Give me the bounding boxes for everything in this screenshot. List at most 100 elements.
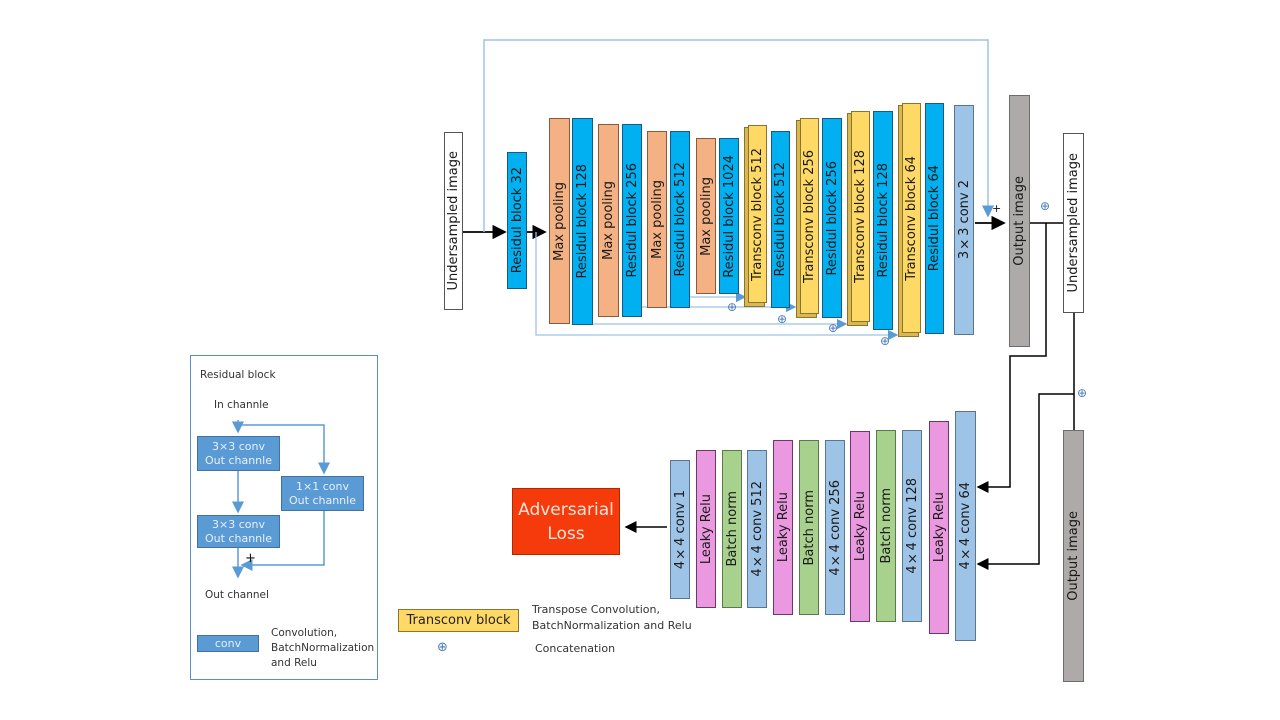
block-label: Residul block 1024 xyxy=(721,154,737,278)
disc-batch-norm: Batch norm xyxy=(722,450,742,608)
disc-leaky-relu: Leaky Relu xyxy=(696,450,716,608)
undersampled-image-input: Undersampled image xyxy=(444,132,463,310)
block-label: Residul block 128 xyxy=(875,163,891,278)
conv-label: 1×1 conv xyxy=(296,479,349,493)
block-label: Max pooling xyxy=(601,181,616,260)
block-label: Transconv block 512 xyxy=(750,147,765,281)
max-pooling-3: Max pooling xyxy=(647,131,667,308)
transconv-block-256: Transconv block 256 xyxy=(800,118,819,314)
block-label: Batch norm xyxy=(801,489,817,566)
block-label: Max pooling xyxy=(552,181,567,261)
transconv-legend-key: Transconv block xyxy=(398,609,519,632)
block-label: 4×4 conv 512 xyxy=(749,481,765,577)
loss-label-line2: Loss xyxy=(547,523,585,544)
disc-conv-4x4-1: 4×4 conv 1 xyxy=(670,460,690,599)
input-label: Undersampled image xyxy=(446,151,461,291)
block-label: Residul block 32 xyxy=(509,167,525,274)
output-image-top: Output image xyxy=(1009,95,1030,347)
residual-block-32: Residul block 32 xyxy=(507,152,527,289)
in-channel-label: In channle xyxy=(214,399,269,411)
output-to-disc-line xyxy=(976,223,1047,493)
block-label: Output image xyxy=(1012,176,1027,266)
residual-block-64-up: Residul block 64 xyxy=(925,103,944,334)
block-label: Residul block 64 xyxy=(927,165,942,272)
block-label: Transconv block 128 xyxy=(853,150,868,283)
residual-block-128-up: Residul block 128 xyxy=(873,111,893,330)
conv-3x3-first: 3×3 conv Out channle xyxy=(197,436,280,471)
transconv-block-128: Transconv block 128 xyxy=(851,111,870,322)
block-label: Max pooling xyxy=(698,176,714,256)
block-label: Residul block 256 xyxy=(624,163,640,278)
block-label: Undersampled image xyxy=(1066,153,1081,293)
out-channel-label: Out channel xyxy=(205,589,269,601)
disc-conv-4x4-128: 4×4 conv 128 xyxy=(902,430,922,622)
concat-icon: ⊕ xyxy=(880,334,891,348)
desc-line: BatchNormalization and Relu xyxy=(532,619,692,632)
skip-line-64 xyxy=(535,232,899,341)
transconv-legend-description: Transpose Convolution, BatchNormalizatio… xyxy=(532,602,692,634)
transconv-block-64: Transconv block 64 xyxy=(902,103,921,333)
conv-1x1-shortcut: 1×1 conv Out channle xyxy=(281,476,364,511)
desc-line: Convolution, xyxy=(271,627,338,639)
disc-batch-norm: Batch norm xyxy=(799,440,819,615)
conv-label: Out channle xyxy=(289,493,356,507)
concat-legend-icon: ⊕ xyxy=(437,640,448,655)
block-label: Max pooling xyxy=(649,180,665,259)
conv-key-label: conv xyxy=(214,636,242,650)
block-label: Residul block 512 xyxy=(672,162,688,277)
disc-leaky-relu: Leaky Relu xyxy=(850,431,870,622)
block-label: 4×4 conv 256 xyxy=(827,479,843,576)
residual-block-legend: Residual block In channle 3×3 conv Out c… xyxy=(190,355,378,680)
residual-add-symbol: + xyxy=(992,202,1002,215)
concat-icon: ⊕ xyxy=(1077,386,1088,400)
block-label: Leaky Relu xyxy=(931,492,947,563)
concat-icon: ⊕ xyxy=(1040,199,1051,213)
block-label: Leaky Relu xyxy=(852,491,868,562)
conv-key-description: Convolution, BatchNormalization and Relu xyxy=(271,626,374,671)
block-label: Leaky Relu xyxy=(775,492,791,563)
residual-block-256: Residul block 256 xyxy=(622,124,642,317)
block-label: Batch norm xyxy=(878,488,894,564)
disc-batch-norm: Batch norm xyxy=(876,430,896,622)
block-label: Residul block 256 xyxy=(824,160,840,276)
undersampled-image-right: Undersampled image xyxy=(1063,133,1084,313)
legend-title: Residual block xyxy=(200,369,276,381)
conv-label: Out channle xyxy=(205,453,272,467)
residual-block-512: Residul block 512 xyxy=(670,131,690,308)
conv-key: conv xyxy=(197,635,259,652)
block-label: 4×4 conv 1 xyxy=(672,489,688,570)
residual-block-256-up: Residul block 256 xyxy=(822,118,842,318)
transconv-block-512: Transconv block 512 xyxy=(748,125,767,303)
max-pooling-4: Max pooling xyxy=(696,138,716,294)
residual-block-128: Residul block 128 xyxy=(572,118,593,325)
desc-line: BatchNormalization xyxy=(271,642,375,654)
conv-label: Out channle xyxy=(205,531,272,545)
desc-line: and Relu xyxy=(271,657,317,669)
conv-label: 3×3 conv xyxy=(212,517,265,531)
block-label: 4×4 conv 128 xyxy=(904,478,920,574)
max-pooling-1: Max pooling xyxy=(549,118,570,324)
max-pooling-2: Max pooling xyxy=(598,124,619,317)
disc-conv-4x4-64: 4×4 conv 64 xyxy=(955,411,976,641)
disc-leaky-relu: Leaky Relu xyxy=(929,421,949,634)
block-label: Residul block 128 xyxy=(575,164,590,279)
block-label: Output image xyxy=(1066,511,1081,601)
adversarial-loss-box: Adversarial Loss xyxy=(512,488,620,555)
add-symbol: + xyxy=(245,551,256,566)
concat-icon: ⊕ xyxy=(777,312,788,326)
desc-line: Transpose Convolution, xyxy=(532,603,660,616)
concat-icon: ⊕ xyxy=(727,300,738,314)
conv-3x3-2: 3×3 conv 2 xyxy=(954,105,974,335)
residual-block-512-up: Residul block 512 xyxy=(771,131,790,308)
disc-conv-4x4-512: 4×4 conv 512 xyxy=(747,450,767,608)
gt-to-disc-line xyxy=(976,393,1074,570)
loss-label-line1: Adversarial xyxy=(518,499,614,520)
concat-legend-description: Concatenation xyxy=(535,642,616,655)
concat-icon: ⊕ xyxy=(828,321,839,335)
conv-3x3-second: 3×3 conv Out channle xyxy=(197,515,280,548)
block-label: Transconv block 256 xyxy=(802,149,817,283)
residual-block-1024: Residul block 1024 xyxy=(719,138,739,294)
block-label: Batch norm xyxy=(724,491,740,567)
disc-leaky-relu: Leaky Relu xyxy=(773,440,793,615)
